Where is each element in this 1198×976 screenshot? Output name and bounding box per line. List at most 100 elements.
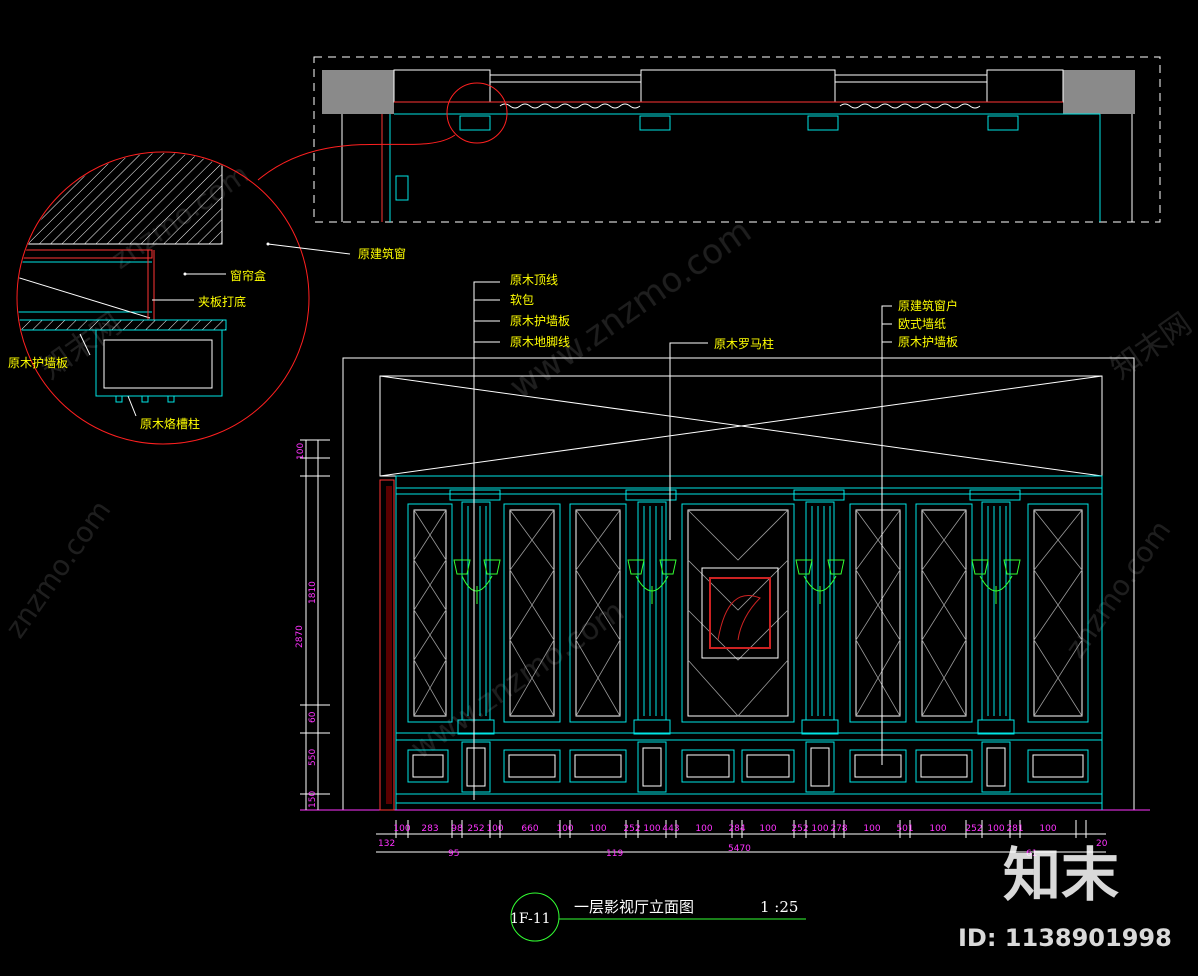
painting	[709, 577, 771, 649]
hdim-20: 252	[965, 824, 982, 834]
drawing-code: 1F-11	[510, 911, 551, 927]
label-original-window-right: 原建筑窗户	[898, 298, 958, 313]
drawing-title: 一层影视厅立面图	[574, 898, 694, 916]
hdim-5: 660	[521, 824, 538, 834]
label-plywood-base: 夹板打底	[198, 294, 246, 309]
roman-column-2	[625, 489, 677, 793]
watermark-cn-left: 知末网	[35, 306, 129, 386]
roman-columns	[449, 489, 1021, 793]
odim-95: 95	[448, 849, 459, 859]
plan-window-c	[986, 69, 1064, 103]
hdim-13: 100	[759, 824, 776, 834]
roman-column-4	[969, 489, 1021, 793]
hdim-4: 100	[486, 824, 503, 834]
label-detail-wainscot: 原木护墙板	[8, 356, 68, 370]
drawing-code-circle	[510, 892, 560, 942]
plan-column-3	[807, 115, 839, 131]
hdim-14: 252	[791, 824, 808, 834]
vdim-2870: 2870	[295, 625, 305, 648]
lower-panels	[407, 749, 1089, 783]
vdim-150: 150	[308, 791, 318, 808]
vdim-550: 550	[308, 749, 318, 766]
hdim-17: 100	[863, 824, 880, 834]
plan-view	[313, 56, 1161, 223]
hdim-23: 100	[1039, 824, 1056, 834]
watermark-url-right: znzmo.com	[1059, 514, 1178, 664]
plan-column-2	[639, 115, 671, 131]
wall-lamp-1	[453, 559, 501, 604]
hdim-1: 283	[421, 824, 438, 834]
drawing-scale: 1 :25	[760, 898, 798, 916]
roman-column-3	[793, 489, 845, 793]
hdim-19: 100	[929, 824, 946, 834]
hdim-15: 100	[811, 824, 828, 834]
hdim-9: 100	[643, 824, 660, 834]
hdim-21: 100	[987, 824, 1004, 834]
detail-circle	[16, 151, 310, 445]
hdim-16: 278	[830, 824, 847, 834]
hdim-18: 501	[896, 824, 913, 834]
label-original-window: 原建筑窗	[358, 246, 406, 261]
label-fluted-column: 原木烙槽柱	[140, 416, 200, 431]
detail-source-circle	[446, 82, 508, 144]
hdim-8: 252	[623, 824, 640, 834]
diamond-pattern	[413, 509, 1083, 717]
wall-lamp-2	[627, 559, 677, 604]
plan-wall-left	[322, 70, 394, 114]
title-block: 1F-11 一层影视厅立面图 1 :25	[510, 892, 806, 942]
upper-panels	[407, 503, 1089, 723]
plan-frame	[313, 56, 1161, 223]
wall-lamp-3	[795, 559, 845, 604]
label-wainscot-right: 原木护墙板	[898, 335, 958, 349]
vertical-dimensions: 100 1810 2870 60 550 150	[295, 439, 330, 810]
hdim-3: 252	[467, 824, 484, 834]
odim-119: 119	[606, 849, 623, 859]
hdim-12: 284	[728, 824, 745, 834]
detail-callout	[16, 82, 508, 445]
hdim-10: 443	[662, 824, 679, 834]
elevation	[300, 357, 1150, 811]
label-curtain-box: 窗帘盒	[230, 268, 266, 283]
hdim-7: 100	[589, 824, 606, 834]
label-crown-molding: 原木顶线	[510, 273, 558, 287]
odim-5470: 5470	[728, 844, 751, 854]
brand-id: ID: 1138901998	[958, 924, 1172, 952]
roman-column-1	[449, 489, 501, 793]
elevation-labels: 原木顶线 软包 原木护墙板 原木地脚线 原木罗马柱 原建筑窗户 欧式墙纸 原木护…	[473, 273, 958, 800]
odim-132: 132	[378, 839, 395, 849]
label-soft-pack: 软包	[510, 293, 534, 307]
detail-labels: 原建筑窗 窗帘盒 夹板打底 原木护墙板 原木烙槽柱	[8, 242, 406, 431]
watermark-cn-right: 知末网	[1105, 306, 1198, 386]
hdim-22: 281	[1006, 824, 1023, 834]
hdim-6: 100	[556, 824, 573, 834]
crown-molding	[395, 475, 1103, 489]
label-euro-wallpaper: 欧式墙纸	[898, 317, 946, 331]
hdim-0: 100	[393, 824, 410, 834]
label-skirting: 原木地脚线	[510, 334, 570, 349]
brand-watermark: 知末 ID: 1138901998	[958, 841, 1172, 952]
plan-column-1	[459, 115, 491, 131]
plan-window-b	[640, 69, 836, 103]
watermark-url-center: www.znzmo.com	[502, 211, 758, 407]
label-wainscot: 原木护墙板	[510, 314, 570, 328]
odim-20: 20	[1096, 839, 1108, 849]
watermark-url-left-low: znzmo.com	[0, 494, 117, 644]
vdim-60: 60	[308, 711, 318, 723]
hdim-11: 100	[695, 824, 712, 834]
wall-lamps	[453, 559, 1021, 604]
window-jamb	[379, 479, 395, 811]
label-roman-column: 原木罗马柱	[714, 336, 774, 351]
wall-lamp-4	[971, 559, 1021, 604]
plan-column-4	[987, 115, 1019, 131]
room-outline	[342, 357, 1135, 810]
plan-wall-right	[1063, 70, 1135, 114]
brand-logo-text: 知末	[1003, 841, 1119, 909]
vdim-1810: 1810	[308, 581, 318, 604]
odim-61: 61	[1026, 849, 1037, 859]
painting-frame	[701, 567, 779, 659]
vdim-100: 100	[296, 443, 306, 460]
plan-window-a	[393, 69, 491, 103]
watermark-layer: www.znzmo.com znzmo.com znzmo.com znzmo.…	[0, 157, 1198, 766]
